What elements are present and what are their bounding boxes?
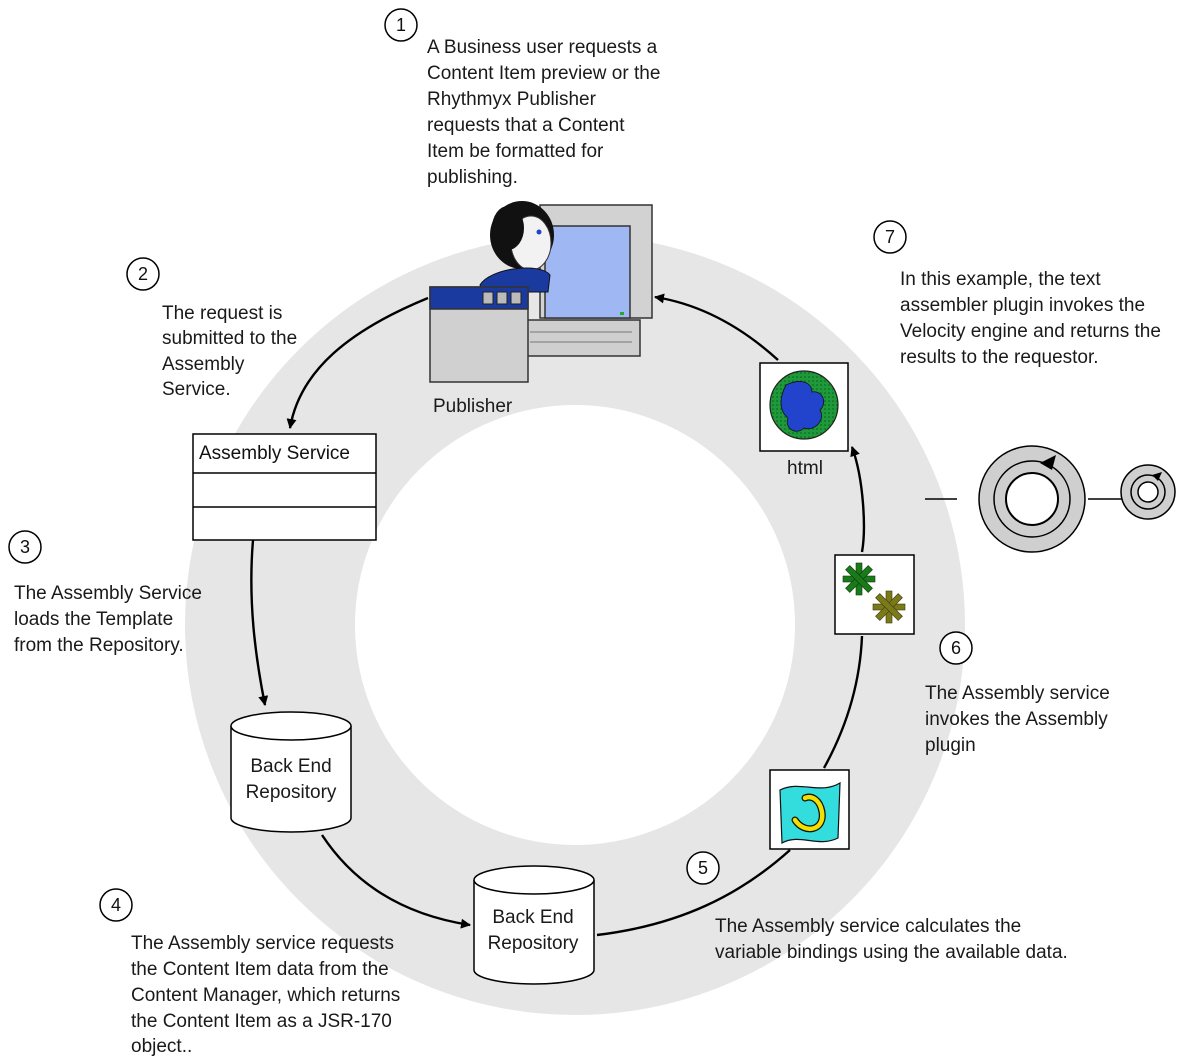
assembly-service-box: Assembly Service [192,433,377,541]
step-1-line-2: Content Item preview or the [427,63,660,84]
step-2-line-4: Service. [162,379,231,400]
step-6-number: 6 [951,638,961,658]
repository-2-icon: Back End Repository [473,865,595,985]
step-4-line-3: Content Manager, which returns [131,985,400,1006]
gears-icon [834,554,915,635]
step-2-line-3: Assembly [162,354,245,375]
step-2: 2 The request is submitted to the Assemb… [126,257,297,400]
repository-1-icon: Back End Repository [230,711,352,833]
globe-icon [759,362,849,452]
step-5-line-2: variable bindings using the available da… [715,942,1068,963]
repository-1-line2: Repository [246,782,337,803]
arrow-publisher-to-assembly [286,296,429,429]
assembly-service-label: Assembly Service [199,443,350,464]
step-1-number: 1 [396,15,406,35]
step-3-number: 3 [20,537,30,557]
step-7-line-3: Velocity engine and returns the [900,321,1161,342]
step-6-line-3: plugin [925,735,976,756]
step-5-number: 5 [698,858,708,878]
step-5-line-1: The Assembly service calculates the [715,916,1021,937]
step-7-line-1: In this example, the text [900,269,1101,290]
step-6: 6 The Assembly service invokes the Assem… [925,631,1110,756]
publisher-label: Publisher [433,396,513,417]
arrow-plugin-to-gears [822,635,864,769]
flow-arrows [250,293,866,937]
step-7-line-4: results to the requestor. [900,347,1099,368]
step-7-number: 7 [885,227,895,247]
arrow-gears-to-html [850,446,866,553]
step-3-line-2: loads the Template [14,609,173,630]
arrow-html-to-publisher [654,293,779,361]
step-4: 4 The Assembly service requests the Cont… [99,888,400,1057]
repository-2-line2: Repository [488,933,579,954]
step-3-line-1: The Assembly Service [14,583,202,604]
step-4-line-1: The Assembly service requests [131,933,394,954]
step-2-number: 2 [138,264,148,284]
step-4-line-4: the Content Item as a JSR-170 [131,1011,392,1032]
step-1-line-6: publishing. [427,167,518,188]
step-6-line-2: invokes the Assembly [925,709,1108,730]
step-2-line-1: The request is [162,303,282,324]
plugin-icon [769,769,850,850]
step-6-line-1: The Assembly service [925,683,1110,704]
html-label: html [787,458,823,479]
step-1: 1 A Business user requests a Content Ite… [384,8,660,188]
step-4-line-5: object.. [131,1036,192,1057]
loop-icon [925,445,1176,553]
arrow-assembly-to-repository [250,539,269,706]
step-1-line-5: Item be formatted for [427,141,604,162]
step-1-line-4: requests that a Content [427,115,625,136]
repository-2-line1: Back End [492,907,573,928]
step-4-number: 4 [111,895,121,915]
step-7: 7 In this example, the text assembler pl… [873,220,1161,368]
step-2-line-2: submitted to the [162,328,297,349]
step-7-line-2: assembler plugin invokes the [900,295,1145,316]
step-4-line-2: the Content Item data from the [131,959,389,980]
step-3-line-3: from the Repository. [14,635,184,656]
step-1-line-3: Rhythmyx Publisher [427,89,597,110]
arrow-repository-to-repository [320,834,471,929]
step-5: 5 The Assembly service calculates the va… [686,851,1068,963]
repository-1-line1: Back End [250,756,331,777]
step-3: 3 The Assembly Service loads the Templat… [8,530,202,656]
person-computer-icon [429,201,653,383]
step-1-line-1: A Business user requests a [427,37,658,58]
arrow-repository-to-plugin [596,849,791,937]
